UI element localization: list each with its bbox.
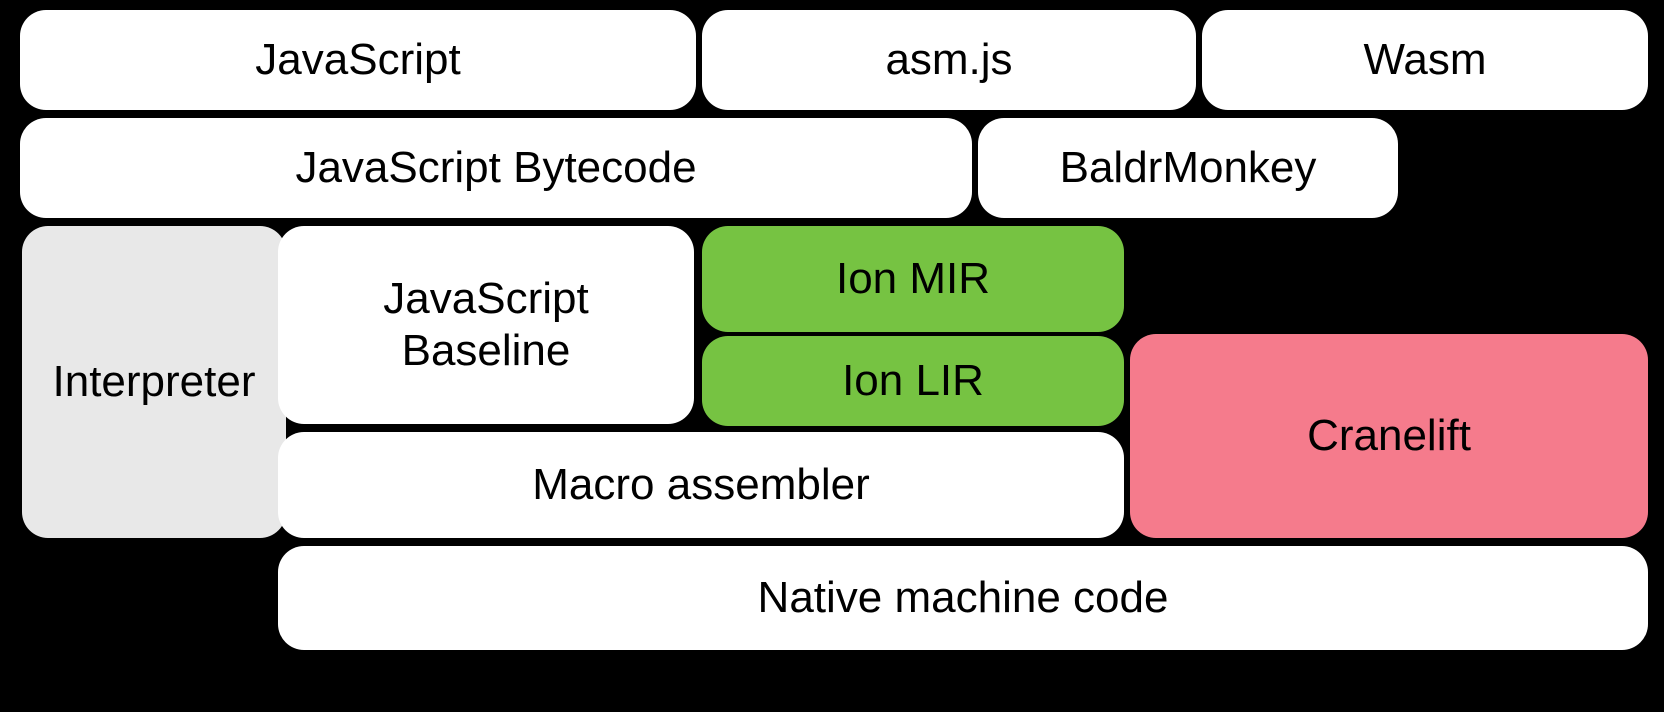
node-baldrmonkey[interactable]: BaldrMonkey: [978, 118, 1398, 218]
node-javascript[interactable]: JavaScript: [20, 10, 696, 110]
node-baldrmonkey-label: BaldrMonkey: [1059, 143, 1317, 193]
node-cranelift-label: Cranelift: [1307, 411, 1471, 461]
node-native-machine-code-label: Native machine code: [757, 573, 1169, 623]
node-javascript-bytecode-label: JavaScript Bytecode: [295, 143, 697, 193]
node-native-machine-code[interactable]: Native machine code: [278, 546, 1648, 650]
node-ion-mir[interactable]: Ion MIR: [702, 226, 1124, 332]
node-javascript-baseline-label: JavaScript Baseline: [383, 274, 589, 375]
node-javascript-label: JavaScript: [255, 35, 461, 85]
node-cranelift[interactable]: Cranelift: [1130, 334, 1648, 538]
node-ion-mir-label: Ion MIR: [835, 254, 991, 304]
node-ion-lir[interactable]: Ion LIR: [702, 336, 1124, 426]
node-javascript-bytecode[interactable]: JavaScript Bytecode: [20, 118, 972, 218]
node-wasm[interactable]: Wasm: [1202, 10, 1648, 110]
node-interpreter[interactable]: Interpreter: [22, 226, 286, 538]
node-interpreter-label: Interpreter: [52, 357, 256, 407]
node-asm-js-label: asm.js: [885, 35, 1013, 85]
node-javascript-baseline[interactable]: JavaScript Baseline: [278, 226, 694, 424]
node-macro-assembler-label: Macro assembler: [532, 460, 870, 510]
node-wasm-label: Wasm: [1363, 35, 1487, 85]
node-asm-js[interactable]: asm.js: [702, 10, 1196, 110]
node-macro-assembler[interactable]: Macro assembler: [278, 432, 1124, 538]
node-ion-lir-label: Ion LIR: [842, 356, 984, 406]
